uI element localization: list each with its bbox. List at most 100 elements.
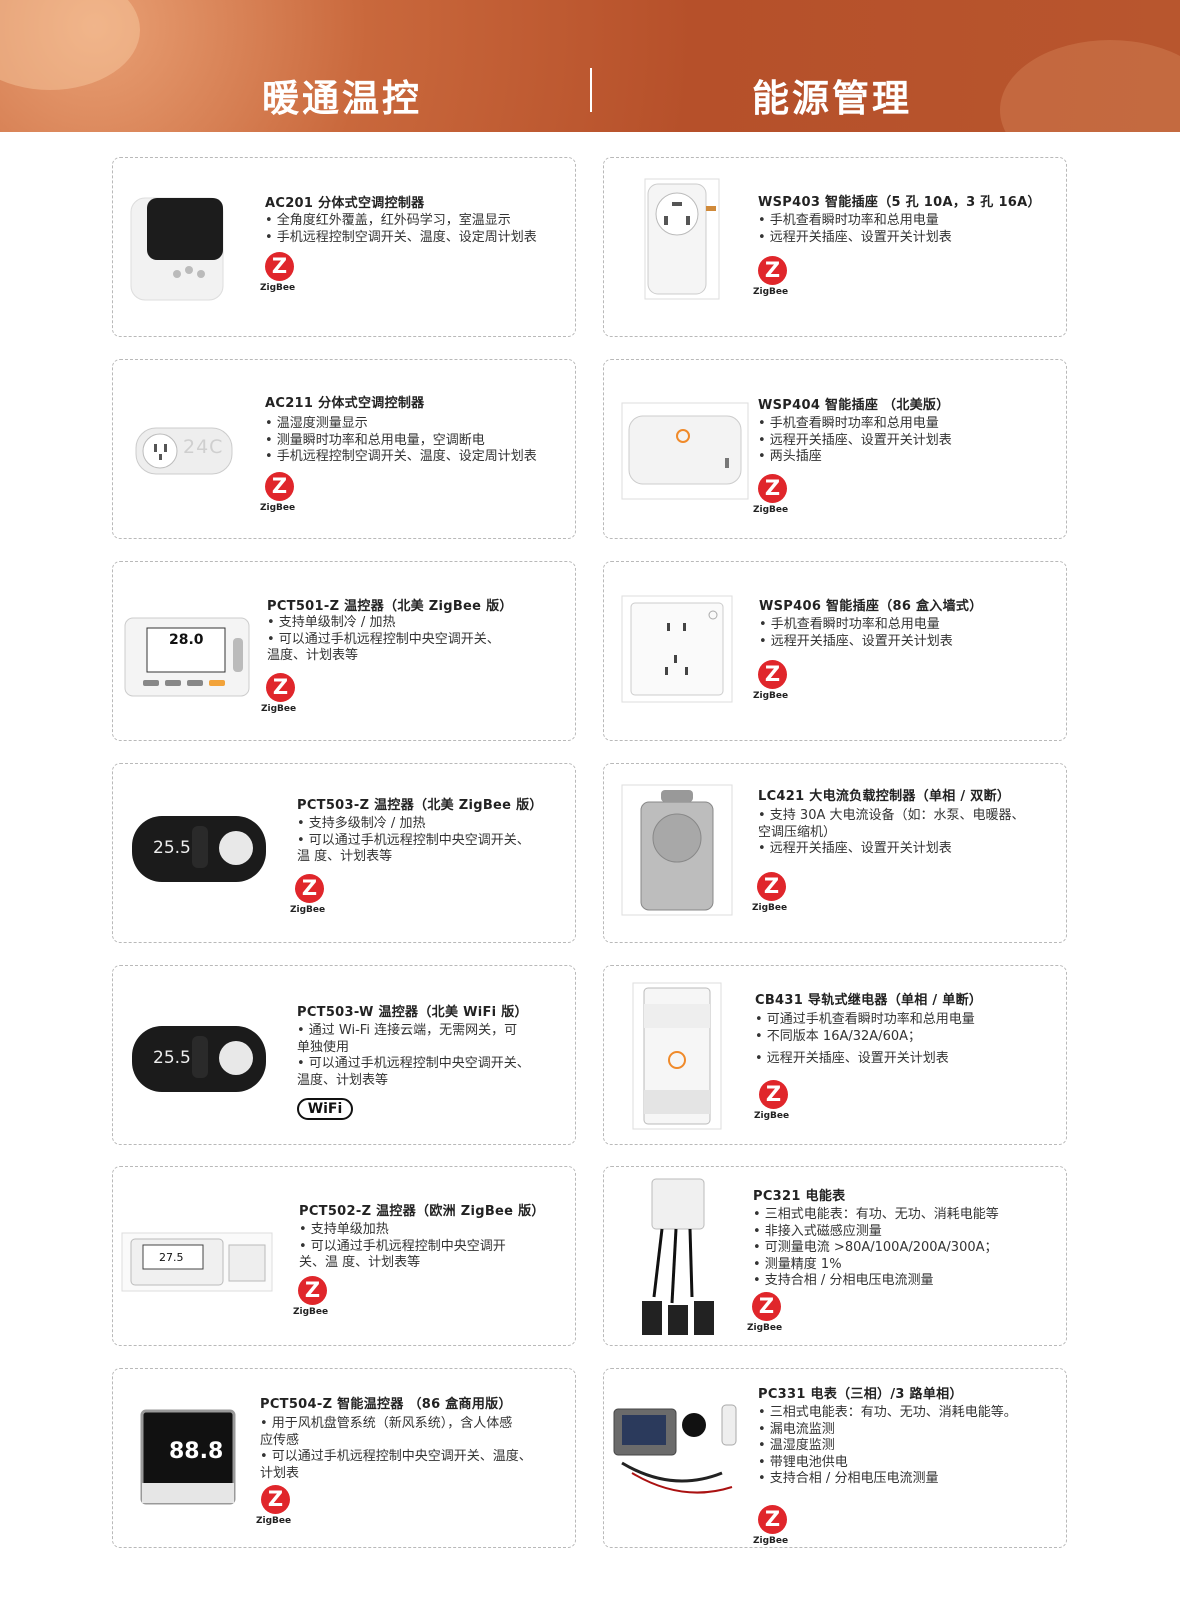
zigbee-badge: Z ZigBee [752, 872, 788, 913]
product-title: WSP403 智能插座（5 孔 10A，3 孔 16A） [758, 195, 1041, 210]
ac211-plug-image [135, 427, 233, 475]
zigbee-icon: Z [295, 874, 324, 903]
feature-line: 温 度、计划表等 [297, 849, 393, 865]
product-card-wsp403[interactable]: WSP403 智能插座（5 孔 10A，3 孔 16A） • 手机查看瞬时功率和… [603, 157, 1067, 337]
wsp404-plug-image [621, 402, 749, 500]
feature-line: • 温湿度测量显示 [265, 416, 368, 431]
feature-line: • 漏电流监测 [758, 1421, 835, 1437]
feature-line: 温度、计划表等 [267, 648, 359, 664]
feature-line: • 远程开关插座、设置开关计划表 [759, 633, 953, 649]
zigbee-badge: Z ZigBee [260, 252, 296, 293]
feature-line: • 手机查看瞬时功率和总用电量 [758, 213, 939, 228]
header-banner: 暖通温控 能源管理 [0, 0, 1180, 132]
product-card-lc421[interactable]: LC421 大电流负载控制器（单相 / 双断） • 支持 30A 大电流设备（如… [603, 763, 1067, 943]
feature-line: • 远程开关插座、设置开关计划表 [758, 229, 952, 245]
feature-line: • 可以通过手机远程控制中央空调开 [299, 1238, 506, 1254]
product-title: PCT501-Z 温控器（北美 ZigBee 版） [267, 599, 513, 614]
feature-line: • 可测量电流 >80A/100A/200A/300A； [753, 1240, 998, 1256]
product-features: • 手机查看瞬时功率和总用电量 • 远程开关插座、设置开关计划表 [758, 213, 952, 246]
pc331-meter-image [613, 1404, 737, 1494]
zigbee-icon: Z [758, 474, 787, 503]
feature-line: • 可以通过手机远程控制中央空调开关、温度、 [260, 1449, 532, 1465]
product-card-wsp406[interactable]: WSP406 智能插座（86 盒入墙式） • 手机查看瞬时功率和总用电量 • 远… [603, 561, 1067, 741]
product-card-wsp404[interactable]: WSP404 智能插座 （北美版） • 手机查看瞬时功率和总用电量 • 远程开关… [603, 359, 1067, 539]
zigbee-badge: Z ZigBee [753, 660, 789, 701]
zigbee-badge: Z ZigBee [747, 1292, 783, 1333]
pct503w-thermostat-image [132, 1026, 266, 1092]
product-features: • 可通过手机查看瞬时功率和总用电量 • 不同版本 16A/32A/60A； •… [755, 1012, 975, 1068]
banner-glow [0, 0, 140, 90]
product-features: • 支持单级制冷 / 加热 • 可以通过手机远程控制中央空调开关、 温度、计划表… [267, 615, 500, 665]
product-title: PCT504-Z 智能温控器 （86 盒商用版） [260, 1397, 512, 1412]
feature-line: • 三相式电能表：有功、无功、消耗电能等。 [758, 1405, 1017, 1420]
product-title: PCT502-Z 温控器（欧洲 ZigBee 版） [299, 1204, 545, 1219]
product-features: • 三相式电能表：有功、无功、消耗电能等。 • 漏电流监测 • 温湿度监测 • … [758, 1405, 1017, 1488]
feature-line: • 支持单级加热 [299, 1222, 389, 1237]
zigbee-badge: Z ZigBee [290, 874, 326, 915]
product-card-cb431[interactable]: CB431 导轨式继电器（单相 / 单断） • 可通过手机查看瞬时功率和总用电量… [603, 965, 1067, 1145]
zigbee-badge: Z ZigBee [256, 1485, 292, 1526]
pct501z-thermostat-image [124, 617, 250, 697]
feature-line: • 手机查看瞬时功率和总用电量 [758, 416, 939, 431]
feature-line: 应传感 [260, 1432, 300, 1448]
banner-glow [1000, 40, 1180, 132]
zigbee-icon: Z [261, 1485, 290, 1514]
product-card-ac211[interactable]: 24C AC211 分体式空调控制器 • 温湿度测量显示 • 测量瞬时功率和总用… [112, 359, 576, 539]
feature-line: • 可以通过手机远程控制中央空调开关、 [267, 631, 500, 647]
feature-line: 关、温 度、计划表等 [299, 1255, 421, 1271]
zigbee-icon: Z [265, 252, 294, 281]
feature-line: • 远程开关插座、设置开关计划表 [758, 841, 952, 857]
zigbee-icon: Z [759, 1080, 788, 1109]
zigbee-icon: Z [752, 1292, 781, 1321]
pct504z-thermostat-image [140, 1409, 236, 1505]
feature-line: • 两头插座 [758, 449, 822, 465]
pct503z-thermostat-image [132, 816, 266, 882]
product-card-pc321[interactable]: PC321 电能表 • 三相式电能表：有功、无功、消耗电能等 • 非接入式磁感应… [603, 1166, 1067, 1346]
feature-line: • 支持合相 / 分相电压电流测量 [753, 1273, 934, 1289]
product-card-pc331[interactable]: PC331 电表（三相）/3 路单相） • 三相式电能表：有功、无功、消耗电能等… [603, 1368, 1067, 1548]
left-section-title: 暖通温控 [262, 77, 422, 120]
feature-line: • 用于风机盘管系统（新风系统），含人体感 [260, 1416, 513, 1431]
product-card-ac201[interactable]: AC201 分体式空调控制器 • 全角度红外覆盖，红外码学习，室温显示 • 手机… [112, 157, 576, 337]
lc421-controller-image [621, 784, 733, 916]
feature-line: • 温湿度监测 [758, 1438, 835, 1454]
product-title: WSP406 智能插座（86 盒入墙式） [759, 599, 983, 614]
pct504z-display: 88.8 [169, 1439, 224, 1464]
banner-divider [590, 68, 592, 112]
feature-line: • 支持多级制冷 / 加热 [297, 816, 426, 831]
product-title: LC421 大电流负载控制器（单相 / 双断） [758, 789, 1011, 804]
zigbee-badge: Z ZigBee [753, 256, 789, 297]
feature-line: • 支持合相 / 分相电压电流测量 [758, 1471, 939, 1487]
feature-line: • 支持单级制冷 / 加热 [267, 615, 396, 630]
feature-line: • 手机查看瞬时功率和总用电量 [759, 617, 940, 632]
product-card-pct502z[interactable]: 27.5 PCT502-Z 温控器（欧洲 ZigBee 版） • 支持单级加热 … [112, 1166, 576, 1346]
product-card-pct503w[interactable]: 25.5 PCT503-W 温控器（北美 WiFi 版） • 通过 Wi-Fi … [112, 965, 576, 1145]
product-title: PCT503-W 温控器（北美 WiFi 版） [297, 1005, 528, 1020]
feature-line: • 可通过手机查看瞬时功率和总用电量 [755, 1012, 975, 1027]
product-card-pct501z[interactable]: 28.0 PCT501-Z 温控器（北美 ZigBee 版） • 支持单级制冷 … [112, 561, 576, 741]
pct501z-display: 28.0 [169, 632, 204, 648]
pct503w-display: 25.5 [153, 1048, 191, 1068]
zigbee-badge: Z ZigBee [293, 1276, 329, 1317]
product-title: CB431 导轨式继电器（单相 / 单断） [755, 993, 983, 1008]
product-features: • 支持 30A 大电流设备（如：水泵、电暖器、 空调压缩机） • 远程开关插座… [758, 808, 1025, 858]
product-features: • 支持多级制冷 / 加热 • 可以通过手机远程控制中央空调开关、 温 度、计划… [297, 816, 530, 866]
zigbee-badge: Z ZigBee [260, 472, 296, 513]
ac201-controller-image [130, 197, 224, 301]
product-title: WSP404 智能插座 （北美版） [758, 398, 950, 413]
zigbee-badge: Z ZigBee [754, 1080, 790, 1121]
feature-line: • 通过 Wi-Fi 连接云端，无需网关，可 [297, 1023, 518, 1038]
zigbee-icon: Z [758, 256, 787, 285]
zigbee-badge: Z ZigBee [261, 673, 297, 714]
feature-line: • 可以通过手机远程控制中央空调开关、 [297, 1056, 530, 1072]
product-card-pct504z[interactable]: 88.8 PCT504-Z 智能温控器 （86 盒商用版） • 用于风机盘管系统… [112, 1368, 576, 1548]
zigbee-icon: Z [758, 660, 787, 689]
feature-line: 空调压缩机） [758, 824, 837, 840]
feature-line: • 不同版本 16A/32A/60A； [755, 1028, 921, 1044]
product-title: AC201 分体式空调控制器 [265, 196, 425, 211]
feature-line: • 支持 30A 大电流设备（如：水泵、电暖器、 [758, 808, 1025, 823]
pc321-meter-image [642, 1178, 714, 1335]
right-section-title: 能源管理 [752, 77, 912, 120]
product-card-pct503z[interactable]: 25.5 PCT503-Z 温控器（北美 ZigBee 版） • 支持多级制冷 … [112, 763, 576, 943]
product-features: • 用于风机盘管系统（新风系统），含人体感 应传感 • 可以通过手机远程控制中央… [260, 1416, 532, 1482]
